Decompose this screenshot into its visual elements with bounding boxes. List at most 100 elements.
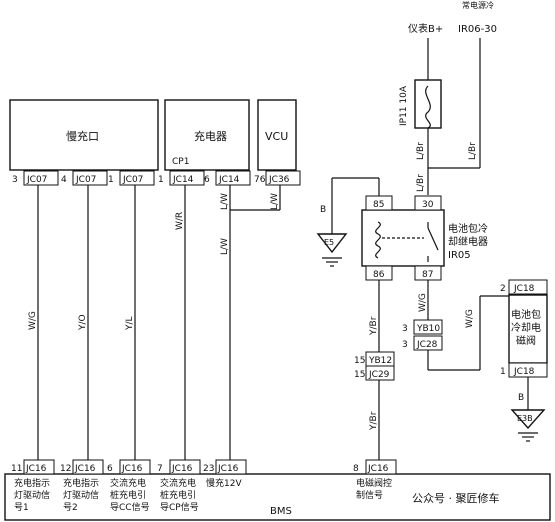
top-connector-0 <box>23 170 59 186</box>
top-connector-5 <box>265 170 301 186</box>
mid-connector-0 <box>413 319 443 335</box>
valve-pin-bot-num: 1 <box>500 367 506 377</box>
mid-connector-name-0: YB10 <box>416 324 440 334</box>
wire-w5-label: L/W <box>220 193 230 210</box>
bms-pin-3 <box>169 459 201 475</box>
bms-pin-num-3: 7 <box>157 464 163 474</box>
bms-pin-desc3-0: 号1 <box>14 502 29 513</box>
bms-pin-num-0: 11 <box>11 464 22 474</box>
mid-connector-name-1: JC28 <box>416 340 438 350</box>
ground-b1-label: B <box>320 205 326 215</box>
top-connector-1 <box>72 170 108 186</box>
relay-pin-86-label: 86 <box>373 270 385 280</box>
relay-label-3: IR05 <box>448 250 471 261</box>
bms-pin-desc2-2: 桩充电引 <box>110 489 146 501</box>
valve-label-3: 磁阀 <box>516 334 536 347</box>
bms-pin-1 <box>72 459 104 475</box>
top-connector-pin-3: 1 <box>158 175 164 185</box>
valve-label-1: 电池包 <box>511 308 541 321</box>
relay-pin-30 <box>414 195 442 211</box>
bms-pin-conn-2: JC16 <box>121 464 143 474</box>
bms-pin-conn-1: JC16 <box>74 464 96 474</box>
relay-pin-87-label: 87 <box>422 270 433 280</box>
wire-ir06-label: L/Br <box>468 142 478 160</box>
wire-w4-label: W/R <box>175 212 185 230</box>
cp1-label: CP1 <box>172 157 189 167</box>
top-connector-pin-2: 1 <box>108 175 114 185</box>
bms-label: BMS <box>270 506 292 517</box>
top-connector-name-2: JC07 <box>122 175 143 185</box>
valve-box <box>508 294 548 364</box>
bms-pin-desc2-1: 灯驱动信 <box>63 489 99 501</box>
wire-relay-86b-label: Y/Br <box>369 411 379 431</box>
mid-connector-pin-3: 15 <box>354 370 365 380</box>
top-connector-name-5: JC36 <box>268 175 290 185</box>
bms-pin-num-4: 23 <box>203 464 214 474</box>
bms-pin-0 <box>23 459 55 475</box>
wire-fuse-out-label: L/Br <box>416 142 426 160</box>
top-connector-pin-5: 76 <box>254 175 266 185</box>
mid-connector-pin-1: 3 <box>402 340 408 350</box>
bms-pin-conn-0: JC16 <box>25 464 47 474</box>
relay-pin-30-label: 30 <box>422 200 434 210</box>
top-connector-name-0: JC07 <box>26 175 47 185</box>
wire-w2-label: Y/O <box>78 314 88 331</box>
bms-pin-desc1-4: 慢充12V <box>206 477 242 489</box>
top-connector-pin-1: 4 <box>61 175 67 185</box>
ground-b2-label: B <box>518 393 524 403</box>
top-connector-name-4: JC14 <box>218 175 240 185</box>
wire-relay-87-label: W/G <box>418 293 428 312</box>
mid-connector-name-2: YB12 <box>368 356 392 366</box>
top-connector-3 <box>169 170 205 186</box>
supply-a-label: 仪表B+ <box>408 22 443 35</box>
supply-b-top: 常电源冷 <box>462 0 494 10</box>
wire-w1-label: W/G <box>28 311 38 330</box>
fuse-label: IP11 10A <box>399 85 409 126</box>
bms-pin-4 <box>215 459 247 475</box>
valve-conn-top: JC18 <box>513 284 535 294</box>
supply-b-label: IR06-30 <box>458 24 497 35</box>
bms-pin-desc1-0: 充电指示 <box>14 477 50 489</box>
bms-pin-desc3-1: 号2 <box>63 502 78 513</box>
bms-pin-conn-3: JC16 <box>171 464 193 474</box>
bms-pin-num-5: 8 <box>353 464 359 474</box>
ground-e3b-icon <box>510 409 546 430</box>
valve-label-2: 冷却电 <box>511 321 541 334</box>
mid-connector-3 <box>365 365 395 381</box>
relay-coil <box>375 221 381 259</box>
slow-charge-port-label: 慢充口 <box>66 129 99 143</box>
charger-label: 充电器 <box>194 129 227 143</box>
bms-pin-desc2-3: 桩充电引 <box>160 489 196 501</box>
top-connector-4 <box>215 170 251 186</box>
top-connector-name-1: JC07 <box>75 175 96 185</box>
bms-pin-5 <box>365 459 397 475</box>
ground-e3b-label: E3B <box>517 414 533 423</box>
vcu-box <box>257 99 297 171</box>
wire-relay-86a-label: Y/Br <box>369 316 379 336</box>
wire-w3-label: Y/L <box>125 316 135 331</box>
watermark-bottom: 公众号 · 聚匠修车 <box>412 491 500 505</box>
mid-connector-1 <box>413 335 443 351</box>
valve-pin-top <box>508 279 548 295</box>
ground-e5-label: E5 <box>324 238 334 247</box>
mid-connector-name-3: JC29 <box>368 370 390 380</box>
bms-pin-2 <box>119 459 151 475</box>
watermark-top: 搜狐号@聚匠修车 <box>408 4 512 20</box>
wire-valve-in-label: W/G <box>465 309 475 328</box>
bms-pin-conn-4: JC16 <box>217 464 239 474</box>
valve-conn-bot: JC18 <box>513 367 535 377</box>
bms-pin-desc2-0: 灯驱动信 <box>14 489 50 501</box>
bms-pin-num-1: 12 <box>60 464 71 474</box>
wire-w7-label: L/W <box>220 238 230 255</box>
top-connector-2 <box>119 170 155 186</box>
vcu-label: VCU <box>265 130 288 143</box>
wire-w6-label: L/W <box>270 193 280 210</box>
ground-e5-icon <box>316 233 348 254</box>
wire-relay-in-label: L/Br <box>416 174 426 192</box>
valve-pin-top-num: 2 <box>500 284 506 294</box>
relay-label-1: 电池包冷 <box>448 222 488 235</box>
charger-box <box>164 99 250 171</box>
bms-pin-desc1-1: 充电指示 <box>63 477 99 489</box>
relay-pin-85-label: 85 <box>373 200 384 210</box>
